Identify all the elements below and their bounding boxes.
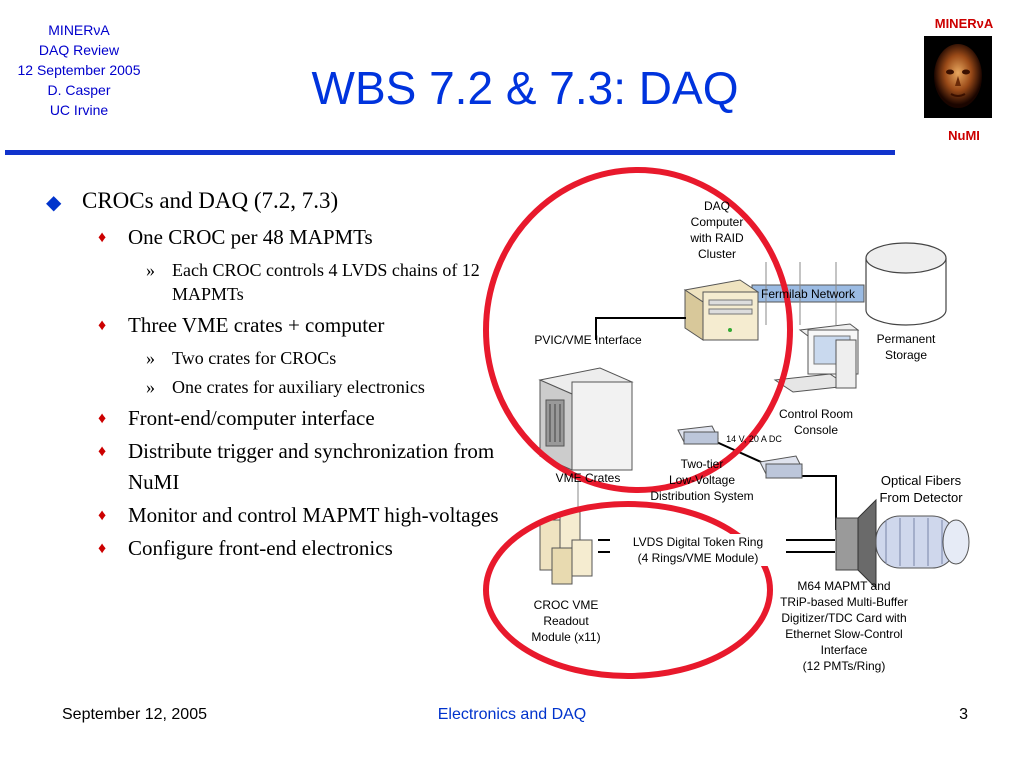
vme-crate-icon [538, 367, 634, 471]
mapmt-card-label: M64 MAPMT and TRiP-based Multi-Buffer Di… [780, 579, 908, 673]
logo-top-text: MINERνA [934, 16, 994, 31]
control-room-label: Control Room Console [778, 407, 854, 437]
chevron-bullet-icon: » [146, 348, 155, 368]
highlight-circle-upper [483, 167, 793, 493]
bullet-list: ◆ CROCs and DAQ (7.2, 7.3) ♦ One CROC pe… [46, 186, 536, 564]
bullet-level2: ♦ Three VME crates + computer [46, 310, 536, 341]
power-label: 14 V, 20 A DC [726, 434, 782, 444]
header-info: MINERνA DAQ Review 12 September 2005 D. … [0, 20, 158, 120]
lvds-ring-label: LVDS Digital Token Ring (4 Rings/VME Mod… [610, 534, 786, 566]
red-diamond-bullet-icon: ♦ [98, 410, 107, 427]
slide-title: WBS 7.2 & 7.3: DAQ [311, 62, 739, 114]
header-info-line: UC Irvine [49, 102, 109, 118]
vme-crates-label: VME Crates [555, 471, 621, 485]
logo-bottom-text: NuMI [948, 128, 980, 143]
lv-distribution-label: Two-tier Low-Voltage Distribution System [650, 457, 754, 503]
red-diamond-bullet-icon: ♦ [98, 229, 107, 246]
header-info-line: MINERνA [48, 22, 110, 38]
footer-date: September 12, 2005 [62, 706, 207, 723]
chevron-bullet-icon: » [146, 260, 155, 280]
power-to-mapmt-connection [800, 475, 837, 530]
footer-page-number: 3 [959, 706, 968, 723]
bullet-level2: ♦ Front-end/computer interface [46, 403, 536, 434]
fermilab-network-label: Fermilab Network [760, 287, 856, 301]
bullet-level1: ◆ CROCs and DAQ (7.2, 7.3) [46, 186, 536, 216]
highlight-circle-lower [483, 501, 773, 679]
mapmt-detector-icon [835, 498, 970, 590]
red-diamond-bullet-icon: ♦ [98, 507, 107, 524]
pvic-vme-label: PVIC/VME Interface [534, 333, 642, 347]
footer-center: Electronics and DAQ [437, 706, 587, 723]
pvic-vme-connection [595, 317, 686, 340]
lv-distribution-box-icon [677, 425, 719, 445]
header-info-line: 12 September 2005 [17, 62, 141, 78]
croc-module-label: CROC VME Readout Module (x11) [531, 598, 601, 644]
red-diamond-bullet-icon: ♦ [98, 317, 107, 334]
control-room-console-icon [773, 323, 860, 393]
bullet-level2: ♦ One CROC per 48 MAPMTs [46, 222, 536, 253]
lv-distribution-box-icon [759, 455, 803, 479]
blue-diamond-bullet-icon: ◆ [46, 192, 62, 214]
permanent-storage-label: Permanent Storage [876, 332, 936, 362]
bullet-level3: » Two crates for CROCs [146, 348, 337, 368]
header-info-line: DAQ Review [38, 42, 120, 58]
croc-modules-icon [539, 511, 593, 585]
bullet-level3: » One crates for auxiliary electronics [146, 377, 425, 397]
bullet-level2: ♦ Monitor and control MAPMT high-voltage… [46, 500, 536, 531]
header-info-line: D. Casper [47, 82, 111, 98]
storage-cylinder-icon [865, 242, 947, 326]
chevron-bullet-icon: » [146, 377, 155, 397]
bullet-level2: ♦ Distribute trigger and synchronization… [46, 436, 536, 498]
red-diamond-bullet-icon: ♦ [98, 540, 107, 557]
optical-fibers-label: Optical Fibers From Detector [879, 473, 963, 505]
daq-computer-tower-icon [683, 279, 760, 341]
bullet-level3: » Each CROC controls 4 LVDS chains of 12… [146, 260, 480, 304]
red-diamond-bullet-icon: ♦ [98, 443, 107, 460]
daq-computer-label: DAQ Computer with RAID Cluster [690, 199, 744, 261]
bullet-level2: ♦ Configure front-end electronics [46, 533, 536, 564]
minerva-face-logo-icon [924, 36, 992, 118]
title-divider [5, 150, 895, 155]
